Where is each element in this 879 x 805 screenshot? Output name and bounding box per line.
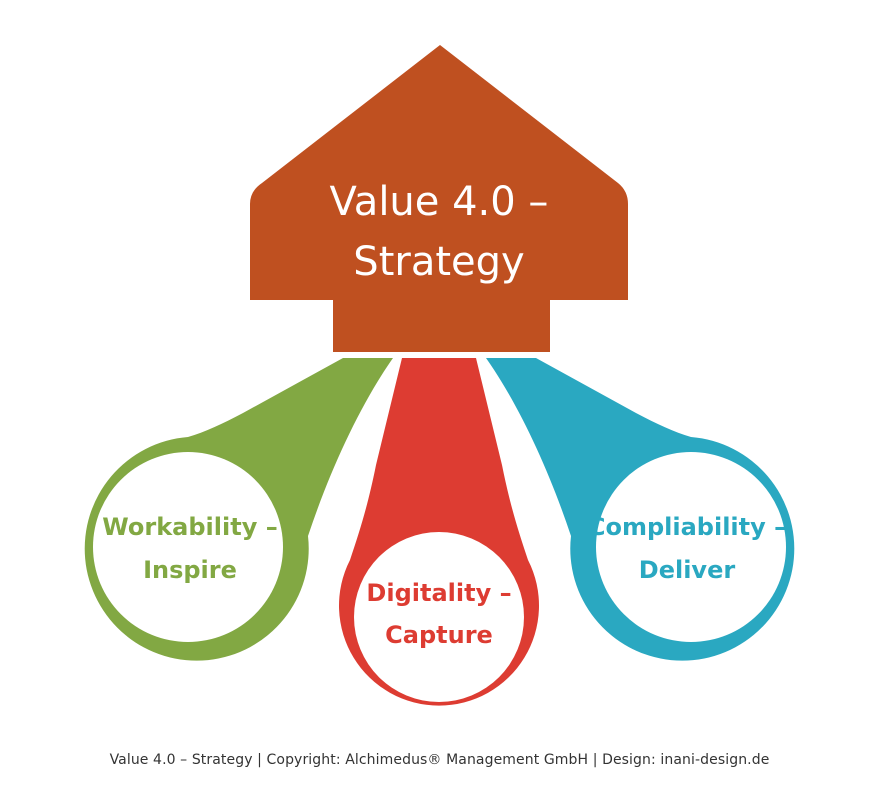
compliability-label-line1: Compliability –	[588, 513, 786, 541]
digitality-label-line2: Capture	[385, 621, 493, 649]
compliability-circle-inner	[596, 452, 786, 642]
digitality-label-line1: Digitality –	[366, 579, 511, 607]
workability-label-line2: Inspire	[143, 556, 237, 584]
strategy-title-line1: Value 4.0 –	[330, 179, 549, 225]
workability-circle-inner	[93, 452, 283, 642]
compliability-label-line2: Deliver	[639, 556, 736, 584]
digitality-circle-inner	[354, 532, 524, 702]
strategy-title-line2: Strategy	[353, 239, 524, 285]
copyright-caption: Value 4.0 – Strategy | Copyright: Alchim…	[109, 752, 770, 768]
strategy-arrow-shape	[250, 45, 628, 352]
workability-label-line1: Workability –	[102, 513, 277, 541]
